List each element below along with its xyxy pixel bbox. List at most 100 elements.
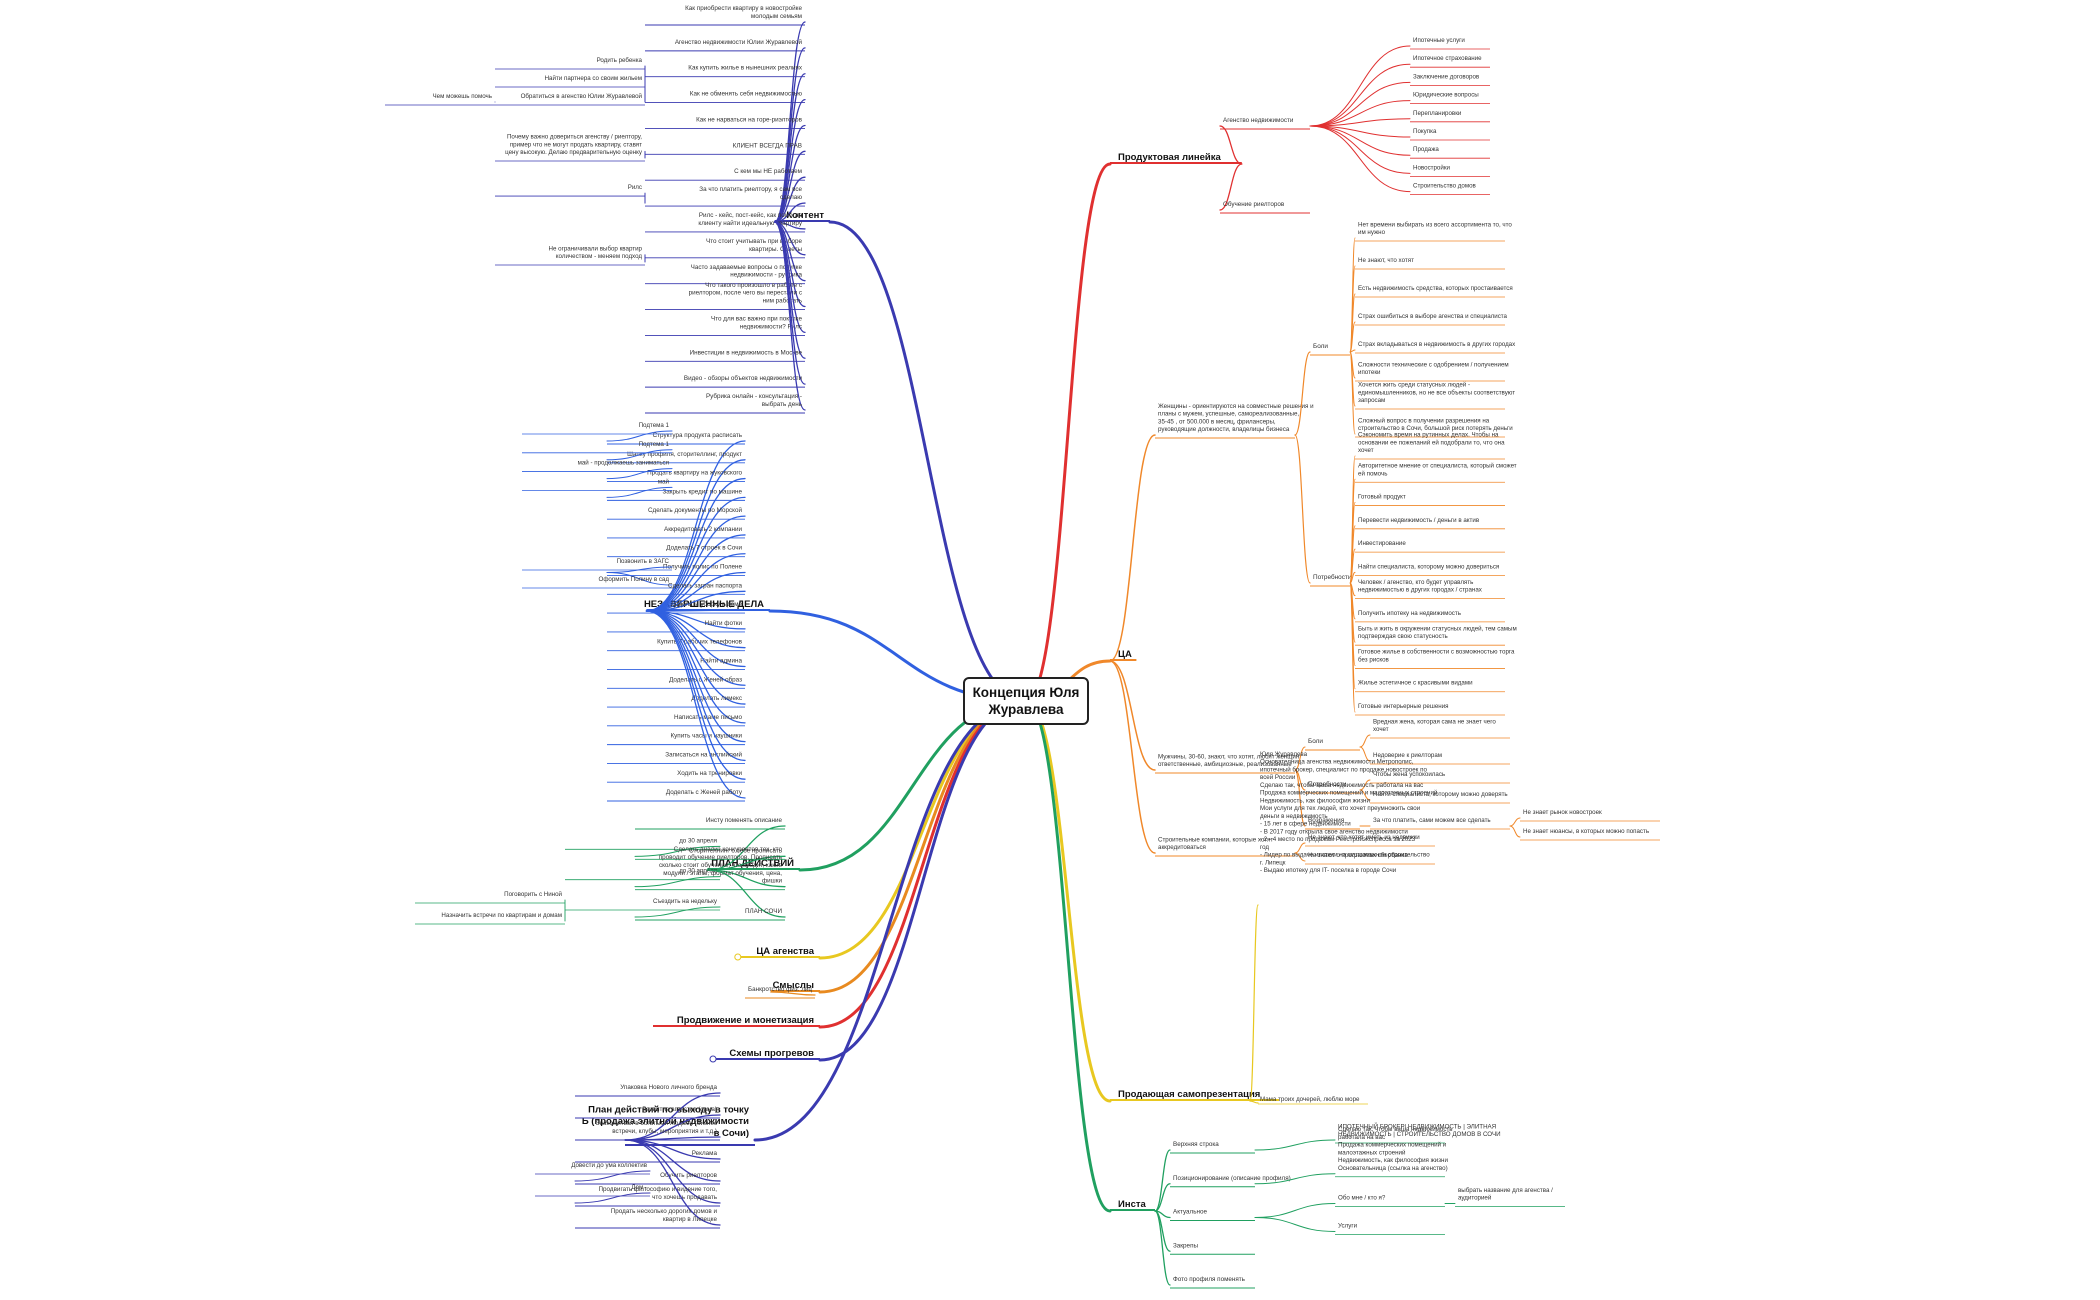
node-content[interactable]: С кем мы НЕ работаем bbox=[734, 167, 802, 175]
subnode-product[interactable]: Строительство домов bbox=[1413, 183, 1477, 190]
ca-leaf[interactable]: Перевести недвижимость / деньги в актив bbox=[1358, 517, 1480, 524]
subnode-plan[interactable]: до 30 апреля bbox=[679, 837, 717, 844]
subnode-product[interactable]: Ипотечные услуги bbox=[1413, 37, 1465, 44]
ca-leaf[interactable]: Жилье эстетичное с красивыми видами bbox=[1358, 680, 1473, 687]
node-undone[interactable]: Закрыть кредит по машине bbox=[663, 488, 743, 495]
node-plan[interactable]: Инсту поменять описание bbox=[706, 817, 783, 824]
ca-leaf[interactable]: Не знают, что хотят bbox=[1358, 257, 1414, 264]
node-insta[interactable]: Позиционирование (описание профиля) bbox=[1173, 1175, 1291, 1182]
ca-leaf[interactable]: Страх ошибиться в выборе агенства и спец… bbox=[1358, 313, 1508, 320]
node-content[interactable]: Агенство недвижимости Юлии Журавлевой bbox=[675, 38, 803, 46]
collapse-toggle[interactable] bbox=[734, 953, 742, 961]
ca-leaf[interactable]: Сложности технические с одобрением / пол… bbox=[1358, 361, 1509, 376]
collapse-toggle[interactable] bbox=[709, 1055, 717, 1063]
subnode-plan[interactable]: до 30 апреля bbox=[679, 868, 717, 875]
subnode-content[interactable]: Обратиться в агенство Юлии Журавлевой bbox=[521, 93, 643, 100]
subnode-product[interactable]: Покупка bbox=[1413, 128, 1437, 135]
ca-leaf[interactable]: Вредная жена, которая сама не знает чего… bbox=[1373, 718, 1496, 733]
main-topic-product[interactable]: Продуктовая линейка bbox=[1118, 152, 1221, 163]
node-content[interactable]: Видео - обзоры объектов недвижимости bbox=[684, 374, 803, 382]
node-content[interactable]: Инвестиции в недвижимость в Москве bbox=[690, 349, 803, 356]
ca-leaf[interactable]: Найти специалиста, которому можно довери… bbox=[1358, 563, 1499, 570]
node-insta[interactable]: Фото профиля поменять bbox=[1173, 1276, 1246, 1283]
ca-subgroup[interactable]: Боли bbox=[1308, 738, 1323, 745]
node-undone[interactable]: Доделать 7 строек в Сочи bbox=[666, 545, 742, 552]
ca-leaf[interactable]: Сэкономить время на рутинных делах. Чтоб… bbox=[1358, 432, 1505, 455]
ca-subgroup[interactable]: Потребности bbox=[1313, 573, 1352, 581]
ca-leaf[interactable]: Не знают о программах сбербанка bbox=[1308, 852, 1408, 859]
ca-leaf[interactable]: Быть и жить в окружении статусных людей,… bbox=[1358, 625, 1517, 640]
subnode-content[interactable]: Родить ребенка bbox=[597, 57, 643, 64]
node-exitplan[interactable]: Развитие агенства (сама) bbox=[642, 1106, 717, 1113]
node-undone[interactable]: Структура продукта расписать bbox=[653, 432, 743, 439]
subnode-undone[interactable]: Подтема 1 bbox=[639, 422, 670, 429]
subnode-product[interactable]: Заключение договоров bbox=[1413, 73, 1480, 80]
node-product[interactable]: Обучение риелторов bbox=[1223, 200, 1285, 208]
ca-segment[interactable]: Женщины - ориентируются на совместные ре… bbox=[1158, 403, 1314, 433]
subnode2-insta[interactable]: выбрать название для агенства /аудиторие… bbox=[1458, 1187, 1553, 1202]
subnode-exitplan[interactable]: Дом - bbox=[631, 1184, 647, 1191]
ca-leaf[interactable]: Нет времени выбирать из всего ассортимен… bbox=[1358, 221, 1512, 236]
subnode-product[interactable]: Перепланировки bbox=[1413, 110, 1462, 117]
node-undone[interactable]: Ходить на тренировки bbox=[677, 770, 742, 777]
ca-leaf[interactable]: Готовый продукт bbox=[1358, 494, 1406, 501]
subnode2-content[interactable]: Чем можешь помочь bbox=[433, 93, 492, 100]
ca-leaf[interactable]: Инвестирование bbox=[1358, 540, 1406, 547]
main-topic-promo[interactable]: Продвижение и монетизация bbox=[677, 1015, 814, 1026]
ca-leaf[interactable]: Есть недвижимость средства, которых прос… bbox=[1358, 285, 1513, 292]
subnode-product[interactable]: Ипотечное страхование bbox=[1413, 55, 1482, 62]
node-content[interactable]: Как не нарваться на горе-риэлторов bbox=[696, 116, 803, 123]
ca-leaf[interactable]: Хочется жить среди статусных людей -един… bbox=[1358, 382, 1515, 405]
ca-leaf[interactable]: Получить ипотеку на недвижимость bbox=[1358, 610, 1461, 617]
ca-leaf[interactable]: Найти специалиста, которому можно доверя… bbox=[1373, 791, 1508, 798]
subnode-undone[interactable]: Подтема 1 bbox=[639, 441, 670, 448]
node-undone[interactable]: Купить 7 рабочих телефонов bbox=[657, 638, 743, 646]
subnode-product[interactable]: Новостройки bbox=[1413, 164, 1451, 171]
node-undone[interactable]: Доделать с Женей работу bbox=[666, 788, 743, 796]
subnode-undone[interactable]: май - продолжаешь заниматься bbox=[578, 460, 669, 467]
node-undone[interactable]: Продать квартиру на жуковского bbox=[647, 470, 742, 477]
ca-subgroup[interactable]: Потребности bbox=[1308, 780, 1347, 788]
central-topic[interactable]: Концепция Юля Журавлева bbox=[963, 677, 1089, 725]
node-undone[interactable]: Получить полис по Полене bbox=[663, 564, 742, 571]
ca-leaf[interactable]: Не знают, что хотят иметь из недвижки bbox=[1308, 834, 1420, 841]
main-topic-ca[interactable]: ЦА bbox=[1118, 649, 1132, 660]
ca-leaf[interactable]: Страх вкладываться в недвижимость в друг… bbox=[1358, 341, 1516, 348]
node-content[interactable]: Рубрика онлайн - консультация -выбрать д… bbox=[706, 392, 803, 408]
ca-segment[interactable]: Мужчины, 30-60, знают, что хотят, любят … bbox=[1158, 753, 1301, 768]
node-undone[interactable]: Доделать с Женей образ bbox=[669, 675, 742, 683]
node-smysly[interactable]: Банкротство физ. лиц bbox=[748, 986, 812, 993]
node-undone[interactable]: Купить часы и наушники bbox=[670, 733, 742, 740]
node-undone[interactable]: Шапку профиля, сторителлинг, продукт bbox=[627, 451, 742, 458]
node-undone[interactable]: Сделать документы по Морской bbox=[648, 506, 742, 514]
ca-leaf[interactable]: Чтобы жена успокоилась bbox=[1373, 771, 1445, 778]
subnode-insta[interactable]: Обо мне / кто я? bbox=[1338, 1195, 1386, 1202]
subnode-content[interactable]: Рилс bbox=[628, 184, 642, 191]
node-undone[interactable]: Найти админа bbox=[700, 656, 742, 664]
main-topic-content[interactable]: Контент bbox=[786, 210, 824, 221]
node-exitplan[interactable]: Обучить риелторов bbox=[660, 1171, 718, 1179]
ca-leaf[interactable]: Сложный вопрос в получении разрешения на… bbox=[1358, 417, 1513, 432]
ca-leaf[interactable]: Недоверие к риелторам bbox=[1373, 752, 1442, 759]
node-insta[interactable]: Верхняя строка bbox=[1173, 1141, 1219, 1148]
main-topic-insta[interactable]: Инста bbox=[1118, 1199, 1147, 1210]
node-undone[interactable]: Сделать загран паспорта bbox=[668, 582, 743, 589]
subnode2-plan[interactable]: Поговорить с Ниной bbox=[504, 891, 562, 898]
selfpres-text[interactable]: Мама троих дочерей, люблю море bbox=[1260, 1096, 1360, 1103]
subnode-insta[interactable]: ИПОТЕЧНЫЙ БРОКЕР| НЕДВИЖИМОСТЬ | ЭЛИТНАЯ… bbox=[1338, 1122, 1501, 1138]
node-product[interactable]: Агенство недвижимости bbox=[1223, 117, 1294, 124]
